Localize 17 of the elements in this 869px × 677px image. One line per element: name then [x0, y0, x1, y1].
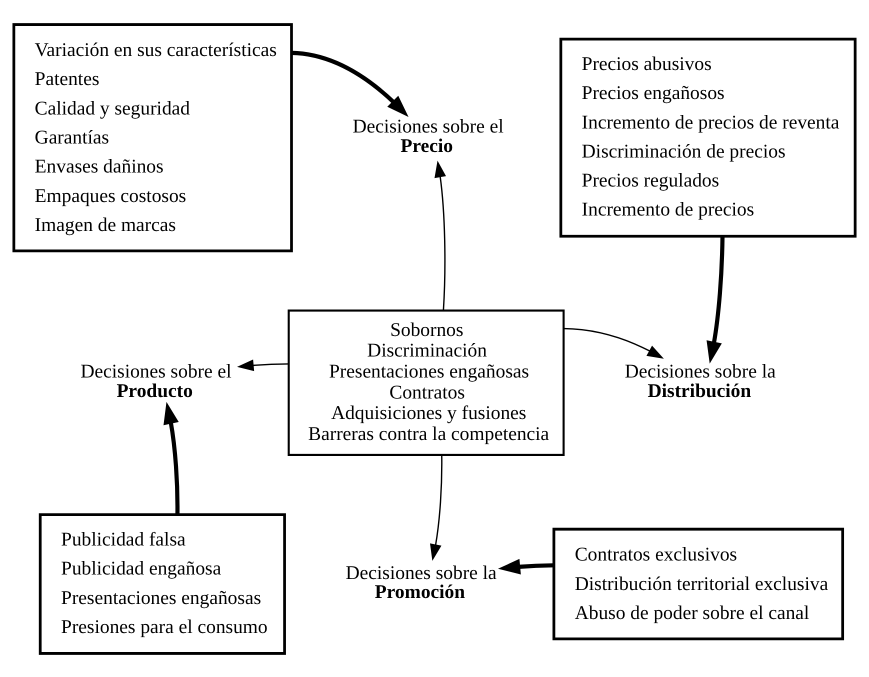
arrow: [706, 236, 725, 364]
arrow: [430, 454, 442, 560]
arrow: [291, 50, 409, 116]
arrow: [434, 160, 446, 310]
arrow: [164, 401, 180, 514]
node-box: Sobornos Discriminación Presentaciones engañosas Contratos Adquisiciones y fusiones Barreras contra la competencia: [288, 309, 565, 456]
arrow: [498, 558, 554, 574]
node-box: Precios abusivos Precios engañosos Incremento de precios de reventa Discriminación de precios Precios regulados Incremento de precios: [559, 37, 857, 238]
node-text: Decisiones sobre la Distribución: [624, 360, 776, 402]
arrow: [564, 327, 664, 358]
node-text: Decisiones sobre el Precio: [352, 116, 504, 156]
node-text: Decisiones sobre el Producto: [80, 360, 232, 402]
node-box: Variación en sus características Patentes Calidad y seguridad Garantías Envases dañinos Empaques costosos Imagen de marcas: [12, 22, 293, 252]
node-text: Decisiones sobre la Promoción: [346, 562, 497, 603]
arrow: [237, 359, 288, 371]
node-box: Contratos exclusivos Distribución territorial exclusiva Abuso de poder sobre el canal: [552, 527, 844, 640]
node-box: Publicidad falsa Publicidad engañosa Presentaciones engañosas Presiones para el consumo: [38, 512, 286, 654]
